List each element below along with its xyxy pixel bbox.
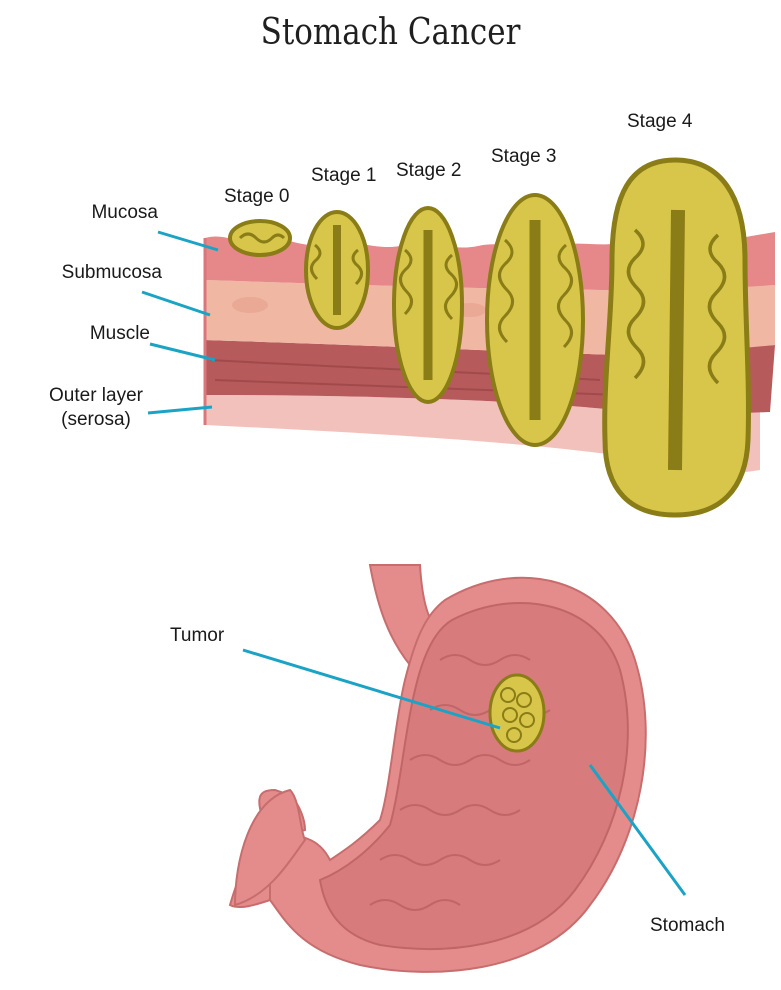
- label-outer-layer-line1: Outer layer: [40, 384, 152, 408]
- tumor-stage-1: [306, 212, 368, 328]
- label-stage-3: Stage 3: [491, 146, 557, 168]
- stomach-illustration: [230, 565, 646, 972]
- label-tumor: Tumor: [170, 625, 224, 647]
- label-mucosa: Mucosa: [91, 202, 158, 224]
- label-stage-4: Stage 4: [627, 111, 693, 133]
- label-submucosa: Submucosa: [62, 262, 162, 284]
- label-outer-layer: Outer layer (serosa): [40, 384, 152, 432]
- label-stomach: Stomach: [650, 915, 725, 937]
- stomach-tumor: [490, 675, 544, 751]
- tumor-stage-4: [605, 160, 749, 515]
- submucosa-leader: [142, 292, 210, 315]
- label-stage-2: Stage 2: [396, 160, 462, 182]
- tumor-stage-0: [230, 221, 290, 255]
- serosa-leader: [148, 407, 212, 413]
- label-stage-1: Stage 1: [311, 165, 377, 187]
- label-outer-layer-line2: (serosa): [40, 408, 152, 432]
- label-muscle: Muscle: [90, 323, 150, 345]
- label-stage-0: Stage 0: [224, 186, 290, 208]
- tumor-stage-3: [487, 195, 583, 445]
- tumor-stage-2: [394, 208, 462, 402]
